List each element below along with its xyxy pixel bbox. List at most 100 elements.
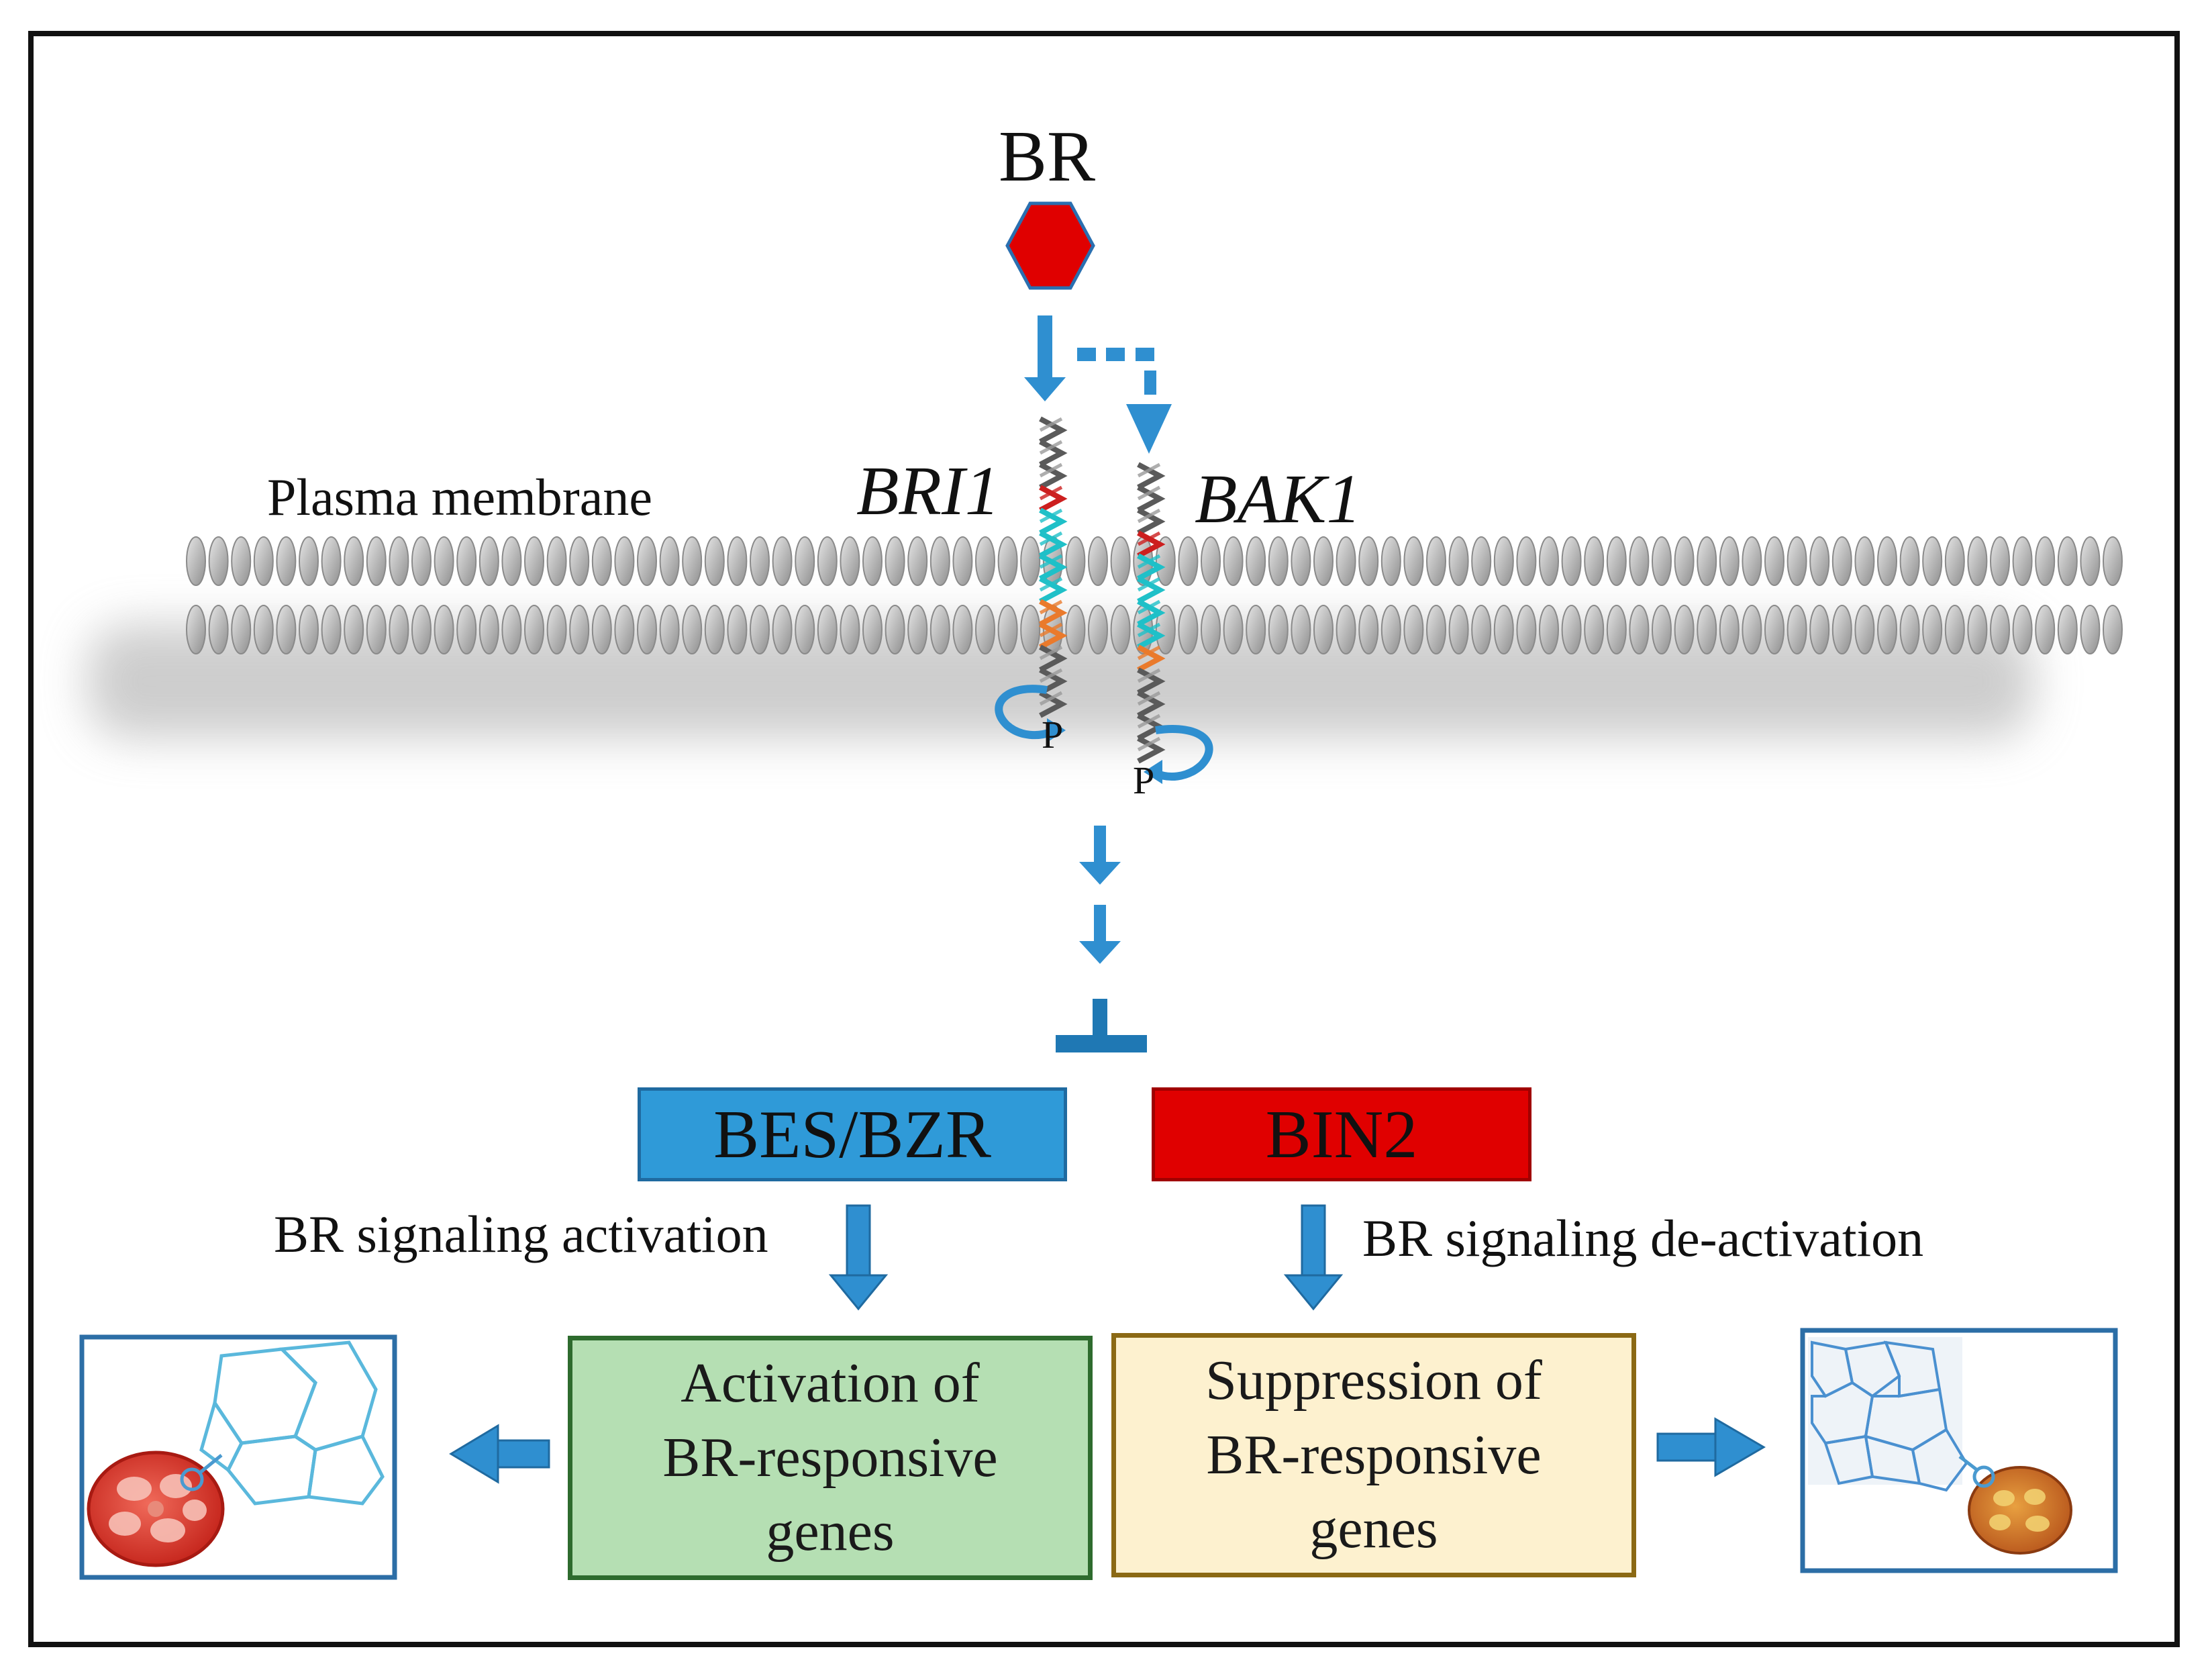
lipid-head	[1516, 536, 1537, 586]
lipid-head	[1516, 605, 1537, 654]
lipid-head	[591, 605, 612, 654]
lipid-head	[2012, 536, 2033, 586]
lipid-head	[389, 605, 409, 654]
lipid-head	[456, 536, 477, 586]
helix-strand	[1137, 508, 1161, 524]
helix-strand	[1039, 599, 1068, 627]
helix-strand	[1039, 417, 1063, 432]
lipid-head	[1697, 536, 1717, 586]
lipid-head	[907, 605, 928, 654]
helix-strand	[1039, 531, 1063, 546]
lipid-head	[456, 605, 477, 654]
lipid-head	[1652, 536, 1672, 586]
lipid-head	[772, 536, 793, 586]
lipid-head	[1336, 536, 1356, 586]
bin2-label: BIN2	[1265, 1096, 1418, 1173]
lipid-head	[1223, 605, 1244, 654]
downstream-arrow-1	[1079, 826, 1121, 885]
lipid-head	[1380, 536, 1401, 586]
lipid-head	[1899, 536, 1920, 586]
lipid-head	[1065, 536, 1086, 586]
lipid-head	[1380, 605, 1401, 654]
activation-genes-line3: genes	[766, 1500, 895, 1563]
lipid-head	[1246, 536, 1266, 586]
helix-strand	[1039, 530, 1068, 558]
lipid-head	[750, 605, 770, 654]
lipid-head	[231, 605, 252, 654]
lipid-head	[366, 536, 387, 586]
lipid-head	[1088, 605, 1108, 654]
lipid-head	[840, 605, 860, 654]
lipid-head	[817, 605, 838, 654]
lipid-head	[231, 536, 252, 586]
plasma-membrane-label: Plasma membrane	[267, 468, 652, 526]
helix-strand	[1039, 485, 1063, 501]
lipid-head	[1110, 536, 1131, 586]
arrow-bin2-to-suppression	[1283, 1204, 1344, 1311]
lipid-head	[321, 605, 342, 654]
helix-strand	[1137, 462, 1166, 490]
lipid-head	[1831, 536, 1852, 586]
bak1-phosphorylation-arrow-icon	[1144, 725, 1213, 784]
lipid-head	[952, 536, 973, 586]
helix-strand	[1137, 576, 1166, 604]
lipid-head	[253, 605, 274, 654]
helix-strand	[1137, 668, 1161, 683]
lipid-head	[1403, 536, 1424, 586]
helix-strand	[1137, 530, 1166, 558]
activation-genes-line2: BR-responsive	[662, 1426, 998, 1489]
lipid-head	[1088, 536, 1108, 586]
lipid-head	[1291, 536, 1311, 586]
lipid-head	[750, 536, 770, 586]
helix-strand	[1039, 507, 1068, 536]
lipid-head	[208, 605, 229, 654]
bak1-receptor-helix	[1137, 462, 1166, 764]
suppression-genes-line1: Suppression of	[1205, 1348, 1542, 1412]
helix-strand	[1039, 691, 1063, 706]
lipid-head	[2035, 536, 2056, 586]
br-signaling-deactivation-label: BR signaling de-activation	[1362, 1209, 1924, 1267]
lipid-head	[1493, 605, 1514, 654]
lipid-head	[1899, 605, 1920, 654]
lipid-head	[1629, 536, 1650, 586]
lipid-head	[727, 536, 748, 586]
lipid-head	[1178, 536, 1199, 586]
helix-strand	[1137, 554, 1161, 569]
helix-strand	[1137, 462, 1161, 478]
lipid-head	[907, 536, 928, 586]
lipid-head	[1809, 536, 1830, 586]
lipid-head	[1742, 536, 1762, 586]
dotted-arrow-br-to-bak1	[1077, 348, 1172, 454]
lipid-head	[1448, 536, 1469, 586]
lipid-head	[1584, 605, 1605, 654]
br-hexagon-icon	[1005, 201, 1095, 290]
arrow-bes-bzr-to-activation	[828, 1204, 889, 1311]
lipid-head	[1674, 536, 1695, 586]
helix-strand	[1039, 622, 1068, 650]
lipid-head	[682, 536, 703, 586]
lipid-head	[1742, 605, 1762, 654]
lipid-head	[1854, 536, 1875, 586]
bin2-box: BIN2	[1152, 1087, 1531, 1181]
lipid-head	[1291, 605, 1311, 654]
lipid-head	[344, 605, 364, 654]
lipid-head	[1268, 536, 1289, 586]
br-signaling-activation-label: BR signaling activation	[274, 1205, 768, 1263]
lipid-head	[501, 536, 522, 586]
lipid-head	[1697, 605, 1717, 654]
lipid-head	[795, 605, 815, 654]
helix-strand	[1039, 577, 1063, 592]
lipid-head	[1020, 536, 1041, 586]
lipid-head	[1471, 536, 1492, 586]
helix-strand	[1039, 440, 1063, 455]
helix-strand	[1137, 667, 1166, 695]
lipid-head	[817, 536, 838, 586]
lipid-head	[1539, 536, 1559, 586]
lipid-head	[321, 536, 342, 586]
lipid-head	[411, 605, 432, 654]
lipid-head	[2035, 605, 2056, 654]
lipid-head	[366, 605, 387, 654]
inhibition-bar	[1056, 999, 1147, 1052]
lipid-head	[546, 605, 567, 654]
helix-strand	[1039, 554, 1063, 569]
